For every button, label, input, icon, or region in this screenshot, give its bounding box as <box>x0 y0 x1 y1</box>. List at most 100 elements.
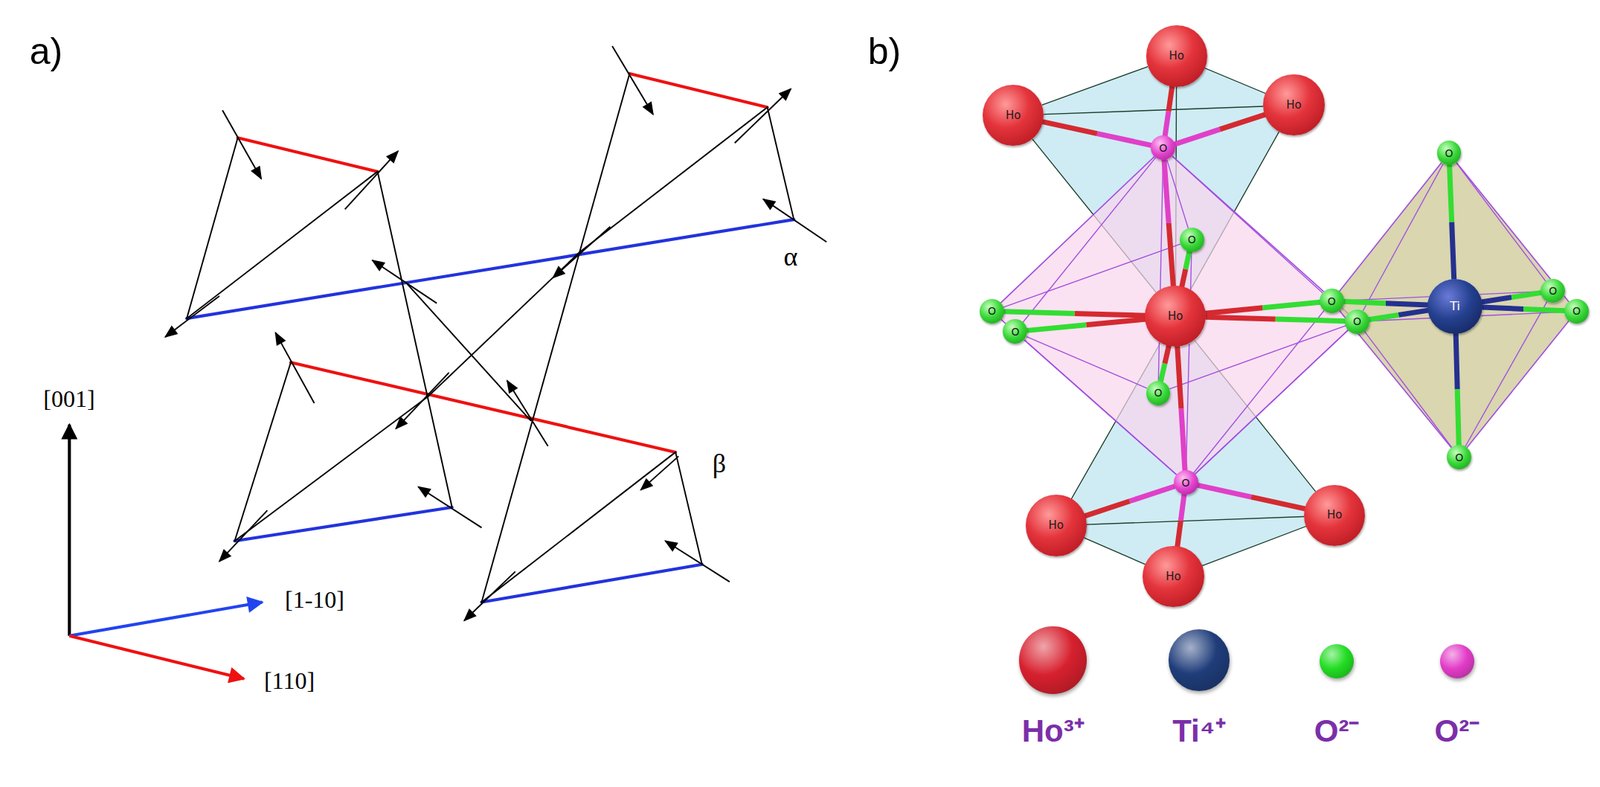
bond-half <box>1003 311 1075 314</box>
bond-half <box>1481 297 1512 302</box>
drawing-part <box>1185 321 1357 483</box>
bond-half <box>1205 307 1263 314</box>
bond-half <box>1164 345 1170 363</box>
atom-sphere: O <box>1146 380 1171 406</box>
atom-sphere: O <box>1437 140 1462 166</box>
bond-half <box>1180 493 1185 521</box>
drawing-part <box>238 137 378 172</box>
drawing-part <box>612 46 654 115</box>
drawing-part <box>1015 331 1186 483</box>
spin-arrows <box>165 46 827 621</box>
legend-swatch <box>1319 644 1355 680</box>
chemical-bond <box>1042 121 1152 146</box>
atom-sphere: O <box>1446 444 1472 470</box>
bond-half <box>1523 308 1566 311</box>
panel-label: a) <box>29 31 63 73</box>
bond-half <box>1398 310 1429 315</box>
atom-label: O <box>1181 477 1191 488</box>
drawing-part <box>1185 301 1332 483</box>
drawing-part <box>991 148 1357 483</box>
atom-label: O <box>1187 234 1197 245</box>
bond-half <box>1343 301 1386 303</box>
atom-sphere: O <box>1173 470 1199 495</box>
bond-half <box>1074 313 1147 316</box>
drawing-part <box>1015 331 1159 393</box>
legend-label: O²⁻ <box>1434 714 1481 749</box>
atom-label: O <box>1444 148 1453 159</box>
drawing-part <box>372 260 437 304</box>
bond-half <box>1263 301 1321 308</box>
bond-half <box>1026 325 1087 332</box>
chemical-bond <box>1481 307 1566 311</box>
bond-half <box>1181 269 1186 288</box>
atom-sphere: O <box>1564 299 1589 324</box>
drawing-part <box>675 452 703 565</box>
bond-half <box>1205 316 1275 320</box>
bond-half <box>1219 114 1266 130</box>
atom-label: O <box>1454 452 1464 463</box>
bond-half <box>1084 501 1130 517</box>
bond-half <box>1177 345 1182 409</box>
chemical-bond <box>1160 345 1169 382</box>
axis-label: α <box>784 242 799 273</box>
drawing-part <box>991 148 1357 483</box>
drawing-part <box>1158 148 1164 393</box>
atom-label: O <box>987 305 997 317</box>
chemical-bond <box>1205 301 1321 314</box>
legend-swatch <box>1440 644 1476 680</box>
chemical-bond <box>1164 85 1173 137</box>
atom-label: O <box>1572 305 1581 317</box>
bond-half <box>1481 307 1524 309</box>
legend-label: Ti⁴⁺ <box>1172 714 1226 749</box>
drawing-part <box>664 540 729 582</box>
bond-half <box>1368 314 1399 320</box>
atom-sphere: Ho <box>1303 484 1365 546</box>
bond-half <box>1455 333 1458 390</box>
drawing-part <box>481 564 702 603</box>
drawing-part <box>418 487 482 529</box>
bond-half <box>1177 520 1182 548</box>
atom-sphere: Ti <box>1427 278 1483 334</box>
panel-label: b) <box>868 31 901 73</box>
drawing-part <box>395 372 449 429</box>
atom-label: Ho <box>1168 50 1184 62</box>
atom-label: Ho <box>1327 509 1342 521</box>
drawing-part <box>345 150 398 210</box>
bond-half <box>1511 292 1542 297</box>
bond-half <box>1164 110 1169 137</box>
drawing-part <box>67 424 71 636</box>
drawing-part <box>275 332 314 404</box>
axis-label: β <box>712 449 726 480</box>
atom-label: Ho <box>1165 571 1181 583</box>
chemical-bond <box>1481 292 1542 302</box>
chemical-bond <box>1181 250 1190 287</box>
bond-half <box>1185 250 1190 269</box>
axis-label: [110] <box>264 667 315 695</box>
atom-label: O <box>1010 326 1020 337</box>
drawing-part <box>186 137 239 319</box>
bond-half <box>1449 164 1452 222</box>
chemical-bond <box>1177 345 1185 471</box>
atom-sphere: Ho <box>1142 545 1204 607</box>
drawing-part <box>235 395 430 541</box>
drawing-part <box>1331 153 1577 458</box>
chemical-bond <box>1177 493 1185 547</box>
chemical-bond <box>1449 164 1455 279</box>
bond-half <box>1451 221 1455 279</box>
chemical-bond <box>1174 114 1267 145</box>
drawing-part <box>165 296 220 337</box>
tetrahedra <box>186 73 794 603</box>
bond-half <box>1086 319 1146 326</box>
axes <box>69 424 262 680</box>
chemical-bond <box>1003 311 1146 316</box>
bond-half <box>1164 159 1169 223</box>
drawing-part <box>481 452 676 603</box>
drawing-part <box>235 507 453 541</box>
drawing-part <box>507 380 549 447</box>
drawing-part <box>186 171 378 320</box>
atom-sphere: Ho <box>1025 494 1087 556</box>
drawing-part <box>186 219 794 319</box>
drawing-part <box>290 362 676 453</box>
drawing-part <box>1056 515 1336 526</box>
